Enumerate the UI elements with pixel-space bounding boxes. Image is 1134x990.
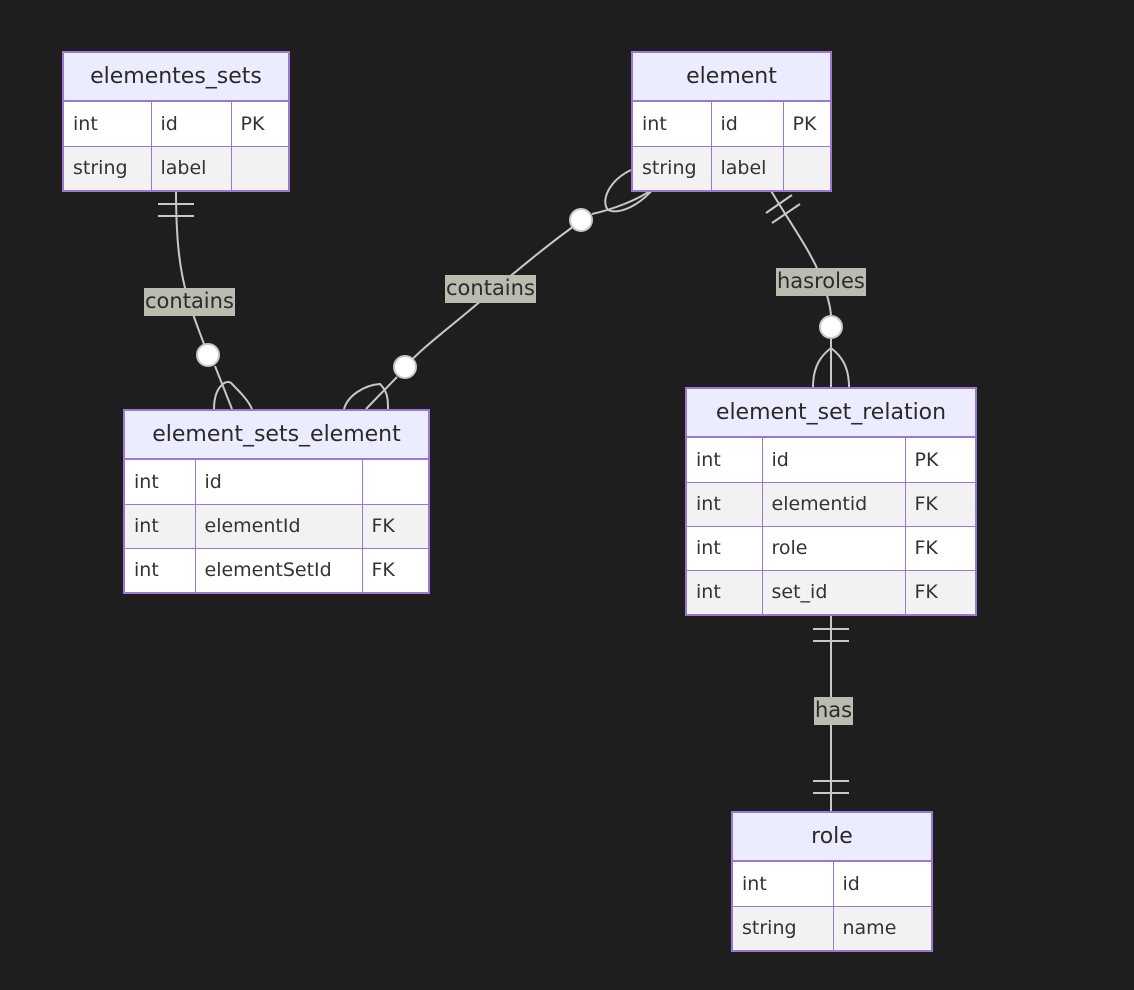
attribute-key: PK [230, 102, 288, 147]
attribute-key [782, 145, 830, 190]
zero-marker [393, 355, 417, 379]
attribute-key: FK [904, 525, 975, 571]
attribute-key: FK [904, 569, 975, 614]
zero-marker [196, 343, 220, 367]
attribute-key [361, 460, 428, 505]
attribute-name: elementid [761, 481, 906, 527]
relationship-line [175, 188, 209, 357]
attribute-row: string label [633, 145, 830, 190]
attribute-row: int elementid FK [687, 481, 975, 527]
attribute-type: int [687, 569, 763, 614]
attribute-key: FK [361, 503, 428, 549]
attribute-type: int [125, 460, 196, 505]
attribute-name: set_id [761, 569, 906, 614]
attribute-name: id [761, 438, 906, 483]
entity-elementes-sets[interactable]: elementes_sets int id PK string label [62, 51, 290, 192]
entity-element[interactable]: element int id PK string label [631, 51, 832, 192]
attribute-name: role [761, 525, 906, 571]
entity-element-set-relation[interactable]: element_set_relation int id PK int eleme… [685, 387, 977, 616]
attribute-name: elementId [194, 503, 363, 549]
relationship-label-has: has [814, 697, 854, 725]
entity-title: element [633, 53, 830, 102]
relationship-line [404, 220, 582, 368]
attribute-name: label [710, 145, 784, 190]
attribute-key: PK [904, 438, 975, 483]
attribute-type: int [633, 102, 712, 147]
attribute-table: int id string name [733, 862, 931, 950]
zero-marker [819, 315, 843, 339]
attribute-row: int set_id FK [687, 569, 975, 614]
attribute-name: label [150, 145, 232, 190]
entity-element-sets-element[interactable]: element_sets_element int id int elementI… [123, 409, 430, 594]
attribute-type: int [125, 503, 196, 549]
attribute-key: FK [361, 547, 428, 592]
zero-marker [569, 208, 593, 232]
attribute-table: int id PK string label [64, 102, 288, 190]
relationship-label-hasroles: hasroles [776, 268, 866, 296]
entity-title: element_set_relation [687, 389, 975, 438]
attribute-row: int elementId FK [125, 503, 428, 549]
attribute-row: int id [733, 862, 931, 907]
attribute-type: int [64, 102, 152, 147]
attribute-name: elementSetId [194, 547, 363, 592]
attribute-row: string label [64, 145, 288, 190]
attribute-key [230, 145, 288, 190]
crows-foot-marker [812, 346, 850, 388]
attribute-key: PK [782, 102, 830, 147]
relationship-line [769, 188, 832, 318]
attribute-type: int [687, 481, 763, 527]
attribute-table: int id int elementId FK int elementSetId… [125, 460, 428, 592]
attribute-type: string [64, 145, 152, 190]
relationship-label-contains: contains [144, 288, 235, 316]
attribute-row: string name [733, 905, 931, 950]
attribute-row: int id PK [64, 102, 288, 147]
attribute-type: int [687, 525, 763, 571]
attribute-name: id [710, 102, 784, 147]
attribute-name: id [832, 862, 931, 907]
one-marker [771, 203, 801, 224]
attribute-type: string [733, 905, 834, 950]
entity-title: role [733, 813, 931, 862]
attribute-type: int [733, 862, 834, 907]
entity-title: element_sets_element [125, 411, 428, 460]
crows-foot-marker [213, 381, 253, 410]
attribute-table: int id PK string label [633, 102, 830, 190]
attribute-name: id [150, 102, 232, 147]
entity-role[interactable]: role int id string name [731, 811, 933, 952]
attribute-table: int id PK int elementid FK int role FK i… [687, 438, 975, 614]
attribute-key: FK [904, 481, 975, 527]
relationship-line [365, 376, 398, 410]
crows-foot-marker [604, 169, 656, 213]
one-marker [765, 194, 793, 214]
attribute-type: int [687, 438, 763, 483]
relationship-line [214, 365, 233, 410]
attribute-name: id [194, 460, 363, 505]
attribute-type: int [125, 547, 196, 592]
relationship-label-contains: contains [445, 275, 536, 303]
attribute-type: string [633, 145, 712, 190]
entity-title: elementes_sets [64, 53, 288, 102]
attribute-row: int elementSetId FK [125, 547, 428, 592]
crows-foot-marker [343, 382, 389, 410]
attribute-row: int id [125, 460, 428, 505]
attribute-row: int id PK [633, 102, 830, 147]
attribute-row: int role FK [687, 525, 975, 571]
attribute-row: int id PK [687, 438, 975, 483]
attribute-name: name [832, 905, 931, 950]
